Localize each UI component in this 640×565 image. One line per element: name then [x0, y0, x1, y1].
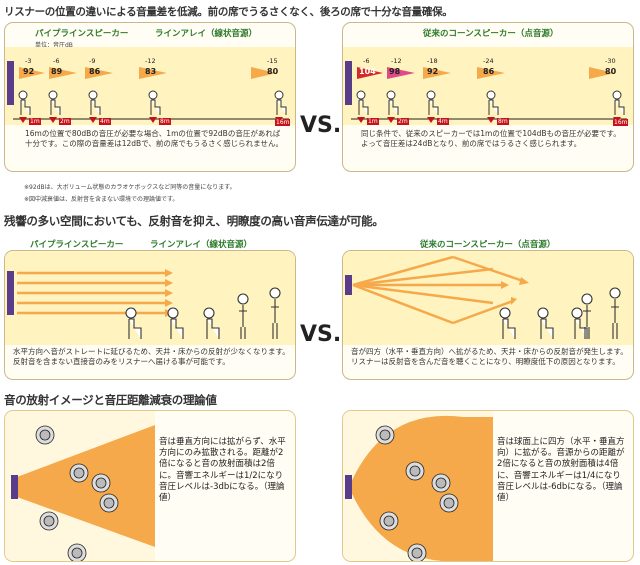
theory-description: 音は垂直方向には拡がらず、水平方向にのみ拡散される。距離が2倍になると音の放射面… — [159, 437, 286, 504]
absolute-db-5: 80 — [267, 67, 279, 76]
unit-label: 単位：音圧dB — [35, 42, 73, 49]
position-marker-2m: 2m — [397, 118, 409, 125]
panel-point-source-reflection: 音が四方（水平・垂直方向）へ拡がるため、天井・床からの反射音が発生します。リスナ… — [342, 250, 634, 380]
relative-db-1: -3 — [25, 57, 32, 65]
theory-description: 音は球面上に四方（水平・垂直方向）に拡がる。音源からの距離が2倍になると音の放射… — [497, 437, 625, 504]
relative-db-3: -18 — [427, 57, 438, 65]
attenuation-graphic — [5, 47, 295, 125]
position-marker-1m: 1m — [367, 118, 379, 125]
panel-note: 16mの位置で80dBの音圧が必要な場合、1mの位置で92dBの音圧があれば十分… — [25, 129, 283, 149]
reflection-graphic — [5, 251, 295, 345]
panel-title-line-array: ラインアレイ（線状音源） — [150, 240, 253, 250]
reflection-graphic — [343, 251, 633, 345]
attenuation-graphic — [343, 47, 633, 125]
position-marker-8m: 8m — [497, 118, 509, 125]
absolute-db-2: 98 — [389, 67, 401, 76]
absolute-db-4: 83 — [145, 67, 157, 76]
speaker-bar-icon — [11, 475, 18, 499]
panel-title-pipeline: パイプラインスピーカー — [30, 240, 124, 250]
absolute-db-5: 80 — [605, 67, 617, 76]
relative-db-4: -12 — [145, 57, 156, 65]
position-marker-16m: 16m — [275, 119, 291, 126]
position-marker-2m: 2m — [59, 118, 71, 125]
radiation-graphic — [343, 411, 493, 561]
panel-line-radiation-theory: 音は垂直方向には拡がらず、水平方向にのみ拡散される。距離が2倍になると音の放射面… — [4, 410, 296, 562]
absolute-db-4: 86 — [483, 67, 495, 76]
speaker-bar-icon — [7, 61, 14, 105]
position-marker-1m: 1m — [29, 118, 41, 125]
absolute-db-3: 92 — [427, 67, 439, 76]
relative-db-5: -30 — [605, 57, 616, 65]
footnote-2: ※図中減衰値は、反射音を含まない環境での理論値です。 — [24, 196, 179, 203]
panel-title-line-array: ラインアレイ（線状音源） — [155, 29, 258, 39]
position-marker-4m: 4m — [437, 118, 449, 125]
radiation-graphic — [5, 411, 155, 561]
panel-point-source-attenuation: 従来のコーンスピーカー（点音源） -6 -12 -18 -24 -30 104 … — [342, 22, 634, 172]
panel-line-array-attenuation: パイプラインスピーカー ラインアレイ（線状音源） 単位：音圧dB -3 -6 -… — [4, 22, 296, 172]
absolute-db-1: 92 — [23, 67, 35, 76]
speaker-bar-icon — [345, 475, 352, 499]
position-marker-16m: 16m — [613, 119, 629, 126]
relative-db-4: -24 — [483, 57, 494, 65]
panel-note: 水平方向へ音がストレートに延びるため、天井・床からの反射が少なくなります。反射音… — [13, 347, 290, 367]
panel-line-array-reflection: 水平方向へ音がストレートに延びるため、天井・床からの反射が少なくなります。反射音… — [4, 250, 296, 380]
panel-note: 同じ条件で、従来のスピーカーでは1mの位置で104dBもの音圧が必要です。よって… — [361, 129, 621, 149]
absolute-db-1: 104 — [359, 67, 376, 76]
panel-title-cone: 従来のコーンスピーカー（点音源） — [420, 240, 556, 250]
speaker-bar-icon — [345, 275, 352, 295]
footnote-1: ※92dBは、大ボリューム状態のカラオケボックスなど同等の音量になります。 — [24, 184, 236, 191]
position-marker-8m: 8m — [159, 118, 171, 125]
relative-db-2: -6 — [53, 57, 60, 65]
heading-radiation-theory: 音の放射イメージと音圧距離減衰の理論値 — [4, 393, 217, 407]
absolute-db-3: 86 — [89, 67, 101, 76]
position-marker-4m: 4m — [99, 118, 111, 125]
absolute-db-2: 89 — [51, 67, 63, 76]
panel-note: 音が四方（水平・垂直方向）へ拡がるため、天井・床からの反射音が発生します。リスナ… — [351, 347, 628, 367]
speaker-bar-icon — [7, 271, 14, 315]
speaker-bar-icon — [345, 61, 352, 105]
vs-label: VS. — [300, 113, 342, 138]
heading-attenuation: リスナーの位置の違いによる音量差を低減。前の席でうるさくなく、後ろの席で十分な音… — [4, 6, 453, 18]
relative-db-1: -6 — [363, 57, 370, 65]
relative-db-2: -12 — [391, 57, 402, 65]
relative-db-5: -15 — [267, 57, 278, 65]
panel-point-radiation-theory: 音は球面上に四方（水平・垂直方向）に拡がる。音源からの距離が2倍になると音の放射… — [342, 410, 634, 562]
vs-label: VS. — [300, 322, 342, 347]
heading-reverberation: 残響の多い空間においても、反射音を抑え、明瞭度の高い音声伝達が可能。 — [4, 214, 384, 228]
panel-title-cone: 従来のコーンスピーカー（点音源） — [423, 29, 559, 39]
panel-title-pipeline: パイプラインスピーカー — [35, 29, 129, 39]
relative-db-3: -9 — [89, 57, 96, 65]
